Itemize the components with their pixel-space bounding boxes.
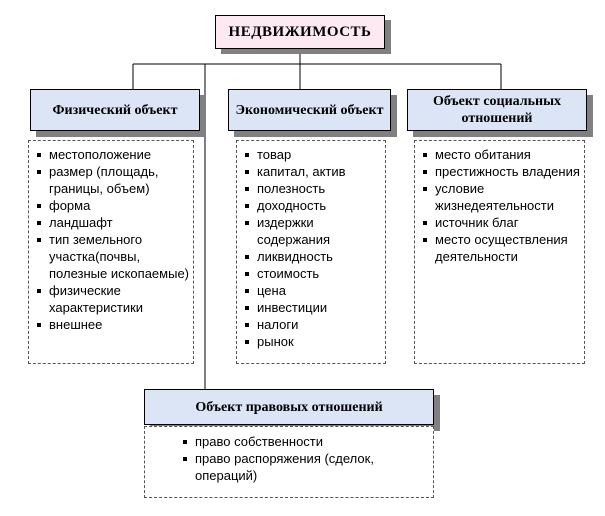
economic-list-item: полезность [243, 180, 381, 197]
legal-title: Объект правовых отношений [195, 399, 383, 415]
physical-list-item: тип земельного участка(почвы, полезные и… [35, 231, 189, 282]
economic-list-item: капитал, актив [243, 163, 381, 180]
economic-list-item: рынок [243, 333, 381, 350]
physical-list-item: размер (площадь, границы, объем) [35, 163, 189, 197]
social-list-item: условие жизнедеятельности [421, 180, 580, 214]
social-list-item: престижность владения [421, 163, 580, 180]
social-list-item: место обитания [421, 146, 580, 163]
economic-list-item: товар [243, 146, 381, 163]
economic-list-item: инвестиции [243, 299, 381, 316]
social-header: Объект социальных отношений [407, 89, 587, 131]
legal-header: Объект правовых отношений [144, 389, 434, 425]
economic-header: Экономический объект [228, 89, 391, 131]
economic-list-item: цена [243, 282, 381, 299]
social-title: Объект социальных отношений [432, 94, 562, 126]
economic-list-item: стоимость [243, 265, 381, 282]
root-title: НЕДВИЖИМОСТЬ [215, 15, 385, 49]
physical-list-item: внешнее [35, 316, 189, 333]
economic-title: Экономический объект [235, 102, 384, 118]
physical-list-item: форма [35, 197, 189, 214]
economic-list-item: ликвидность [243, 248, 381, 265]
economic-list-item: доходность [243, 197, 381, 214]
social-list-item: место осуществления деятельности [421, 231, 580, 265]
physical-title: Физический объект [52, 102, 178, 118]
physical-list-item: ландшафт [35, 214, 189, 231]
physical-header: Физический объект [30, 89, 200, 131]
economic-list-item: налоги [243, 316, 381, 333]
physical-list-item: физические характеристики [35, 282, 189, 316]
economic-list-item: издержки содержания [243, 214, 381, 248]
physical-list-item: местоположение [35, 146, 189, 163]
social-list-item: источник благ [421, 214, 580, 231]
legal-list-item: право распоряжения (сделок, операций) [181, 450, 429, 484]
legal-list-item: право собственности [181, 433, 429, 450]
